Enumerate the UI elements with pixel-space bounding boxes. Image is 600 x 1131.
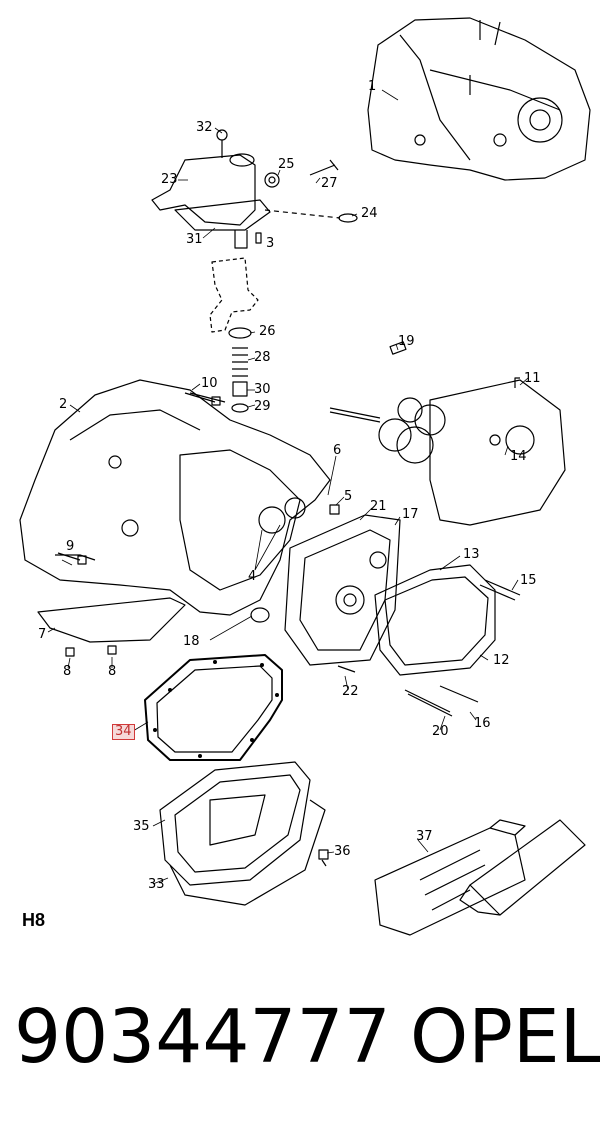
callout-7: 7 bbox=[38, 627, 47, 642]
callout-27: 27 bbox=[321, 176, 338, 191]
page-code: H8 bbox=[22, 910, 46, 930]
callout-22: 22 bbox=[342, 684, 359, 699]
callout-19: 19 bbox=[398, 334, 415, 349]
callout-26: 26 bbox=[259, 324, 276, 339]
callout-6: 6 bbox=[333, 443, 342, 458]
callout-31: 31 bbox=[186, 232, 203, 247]
callout-15: 15 bbox=[520, 573, 537, 588]
callout-36: 36 bbox=[334, 844, 351, 859]
rear-cover-illustration bbox=[374, 564, 521, 717]
gasket-34-illustration bbox=[144, 654, 283, 761]
callout-12: 12 bbox=[493, 653, 510, 668]
callout-2: 2 bbox=[59, 397, 68, 412]
part-number: 90344777 bbox=[14, 994, 391, 1080]
callout-8-right: 8 bbox=[108, 664, 117, 679]
sealant-package-illustration bbox=[374, 819, 586, 936]
callout-24: 24 bbox=[361, 206, 378, 221]
transmission-assembly-illustration bbox=[367, 17, 591, 181]
callout-13: 13 bbox=[463, 547, 480, 562]
callout-37: 37 bbox=[416, 829, 433, 844]
callout-32: 32 bbox=[196, 120, 213, 135]
callout-25: 25 bbox=[278, 157, 295, 172]
cover-strip-illustration bbox=[37, 597, 186, 643]
callout-8-left: 8 bbox=[63, 664, 72, 679]
oil-pan-illustration bbox=[159, 761, 326, 906]
callout-35: 35 bbox=[133, 819, 150, 834]
bolt-illustrations bbox=[57, 392, 356, 867]
callout-11: 11 bbox=[524, 371, 541, 386]
callout-3: 3 bbox=[266, 236, 275, 251]
callout-5: 5 bbox=[344, 489, 353, 504]
exploded-parts-diagram bbox=[19, 17, 591, 936]
callout-9: 9 bbox=[66, 539, 75, 554]
callout-29: 29 bbox=[254, 399, 271, 414]
callout-4: 4 bbox=[248, 569, 257, 584]
callout-21: 21 bbox=[370, 499, 387, 514]
gearbox-housing-illustration bbox=[19, 379, 331, 616]
callout-1: 1 bbox=[368, 79, 377, 94]
callout-23: 23 bbox=[161, 172, 178, 187]
selector-fork-illustration bbox=[209, 257, 407, 413]
brand-name: OPEL bbox=[410, 994, 600, 1080]
callout-16: 16 bbox=[474, 716, 491, 731]
callout-33: 33 bbox=[148, 877, 165, 892]
callout-10: 10 bbox=[201, 376, 218, 391]
callout-20: 20 bbox=[432, 724, 449, 739]
end-plate-illustration bbox=[284, 514, 401, 666]
callout-14: 14 bbox=[510, 449, 527, 464]
callout-28: 28 bbox=[254, 350, 271, 365]
callout-34-highlighted: 34 bbox=[112, 724, 135, 740]
callout-18: 18 bbox=[183, 634, 200, 649]
selector-housing-illustration bbox=[151, 129, 358, 249]
leader-lines bbox=[47, 89, 529, 885]
callout-17: 17 bbox=[402, 507, 419, 522]
gear-cluster-illustration bbox=[329, 377, 566, 526]
callout-30: 30 bbox=[254, 382, 271, 397]
